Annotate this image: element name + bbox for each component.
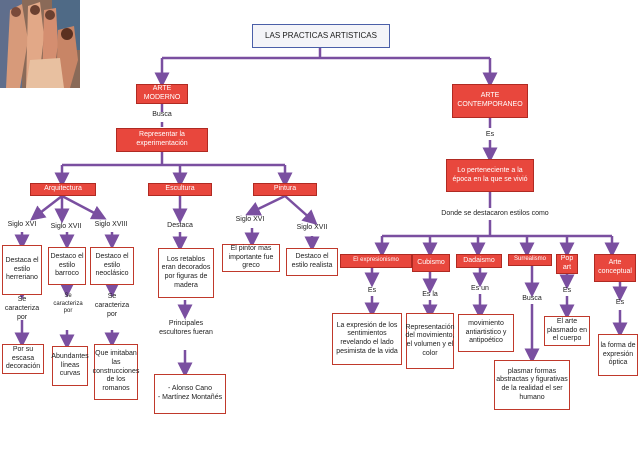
node-escultura: Escultura <box>148 183 212 196</box>
node-perteneciente: Lo perteneciente a la época en la que se… <box>446 159 534 192</box>
page-title: LAS PRACTICAS ARTISTICAS <box>252 24 390 48</box>
label-busca-surrealismo: Busca <box>522 295 542 302</box>
node-cubismo: Cubismo <box>412 254 450 272</box>
node-desc-cubismo: Representación del movimiento, el volume… <box>405 313 455 369</box>
label-es-conceptual: Es <box>615 299 625 306</box>
label-siglo-xviii-arq: Siglo XVIII <box>94 221 128 228</box>
node-pop-art: Pop art <box>556 254 578 274</box>
node-representar: Representar la experimentación <box>116 128 208 152</box>
node-surrealismo: Surrealismo <box>508 254 552 266</box>
node-estilo-barroco: Destaco el estilo barroco <box>48 247 86 285</box>
label-es-expresionismo: Es <box>367 287 377 294</box>
label-se-caracteriza-2: Se caracteriza por <box>53 293 83 314</box>
label-es-la-cubismo: Es la <box>422 291 438 298</box>
node-arte-contemporaneo: ARTE CONTEMPORANEO <box>452 84 528 118</box>
label-se-caracteriza-3: Se caracteriza por <box>94 293 130 318</box>
label-donde-destacaron: Donde se destacaron estilos como <box>441 210 549 217</box>
label-busca: Busca <box>152 111 172 118</box>
label-se-caracteriza-1: Se caracteriza por <box>4 296 40 321</box>
label-destaca-esc: Destaca <box>167 222 193 229</box>
node-desc-conceptual: la forma de expresión óptica <box>598 334 638 376</box>
node-dadaismo: Dadaismo <box>456 254 502 268</box>
node-desc-dadaismo: movimiento antiartistico y antipoético <box>458 314 514 352</box>
label-siglo-xvi-arq: Siglo XVI <box>7 221 37 228</box>
label-siglo-xvi-pint: Siglo XVI <box>235 216 265 223</box>
node-arte-moderno: ARTE MODERNO <box>136 84 188 104</box>
node-estilo-neoclasico: Destaco el estilo neoclásico <box>90 247 134 285</box>
node-retablos: Los retablos eran decorados por figuras … <box>158 248 214 298</box>
label-siglo-xvii-arq: Siglo XVII <box>50 223 82 230</box>
node-lineas-curvas: Abundantes líneas curvas <box>51 346 89 386</box>
node-arquitectura: Arquitectura <box>30 183 96 196</box>
node-desc-expresionismo: La expresión de los sentimientos revelan… <box>332 313 402 365</box>
label-es-contemp: Es <box>485 131 495 138</box>
node-construcciones-romanos: Que imitaban las construcciones de los r… <box>93 344 139 400</box>
node-pintura: Pintura <box>253 183 317 196</box>
node-escultores: - Alonso Cano - Martínez Montañés <box>154 374 226 414</box>
node-arte-conceptual: Arte conceptual <box>594 254 636 282</box>
node-desc-pop: El arte plasmado en el cuerpo <box>544 316 590 346</box>
node-desc-surrealismo: plasmar formas abstractas y figurativas … <box>494 360 570 410</box>
label-principales-escultores: Principales escultores fueran <box>159 320 213 336</box>
node-escasa-decoracion: Por su escasa decoración <box>2 344 44 374</box>
label-siglo-xvii-pint: Siglo XVII <box>296 224 328 231</box>
node-pintor-greco: El pintor mas importante fue greco <box>222 244 280 272</box>
label-es-pop: Es <box>562 287 572 294</box>
node-estilo-realista: Destaco el estilo realista <box>286 248 338 276</box>
node-estilo-herreriano: Destaca el estilo herreriano <box>2 245 42 295</box>
node-expresionismo: El expresionismo <box>340 254 412 268</box>
label-es-un-dadaismo: Es un <box>471 285 489 292</box>
painting-thumbnail <box>0 0 80 88</box>
